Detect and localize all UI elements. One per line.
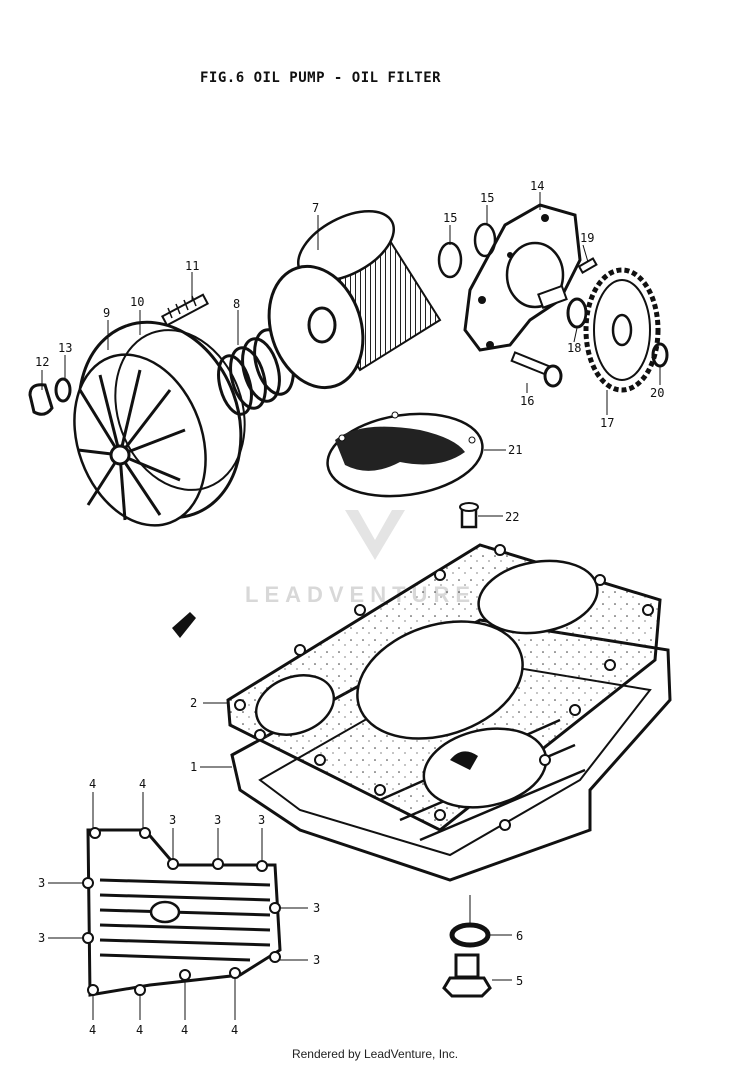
oil-pump-part xyxy=(463,203,582,352)
figure-title: FIG.6 OIL PUMP - OIL FILTER xyxy=(200,70,442,86)
callout-17: 17 xyxy=(600,416,614,430)
callout-7: 7 xyxy=(312,201,319,215)
drain-plug-part xyxy=(442,953,492,998)
callout-18: 18 xyxy=(567,341,581,355)
bolt-16-part xyxy=(510,351,563,388)
callout-8: 8 xyxy=(233,297,240,311)
callout-21: 21 xyxy=(508,443,522,457)
filter-cap-part xyxy=(73,320,243,527)
footer-credit: Rendered by LeadVenture, Inc. xyxy=(291,1047,459,1061)
o-ring-part xyxy=(114,329,246,491)
stud-part xyxy=(160,293,210,327)
callout-12: 12 xyxy=(35,355,49,369)
callout-15b: 15 xyxy=(480,191,494,205)
callout-3-right-2: 3 xyxy=(313,953,320,967)
callout-10: 10 xyxy=(130,295,144,309)
callout-3-top-3: 3 xyxy=(258,813,265,827)
callout-5: 5 xyxy=(516,974,523,988)
callout-14: 14 xyxy=(530,179,544,193)
callout-3-right-1: 3 xyxy=(313,901,320,915)
oil-screen-part xyxy=(326,411,484,498)
callout-3-top-1: 3 xyxy=(169,813,176,827)
callout-2: 2 xyxy=(190,696,197,710)
callout-20: 20 xyxy=(650,386,664,400)
watermark-logo-icon xyxy=(340,505,410,570)
callout-3-left-2: 3 xyxy=(38,931,45,945)
front-arrow-icon xyxy=(172,612,196,638)
callout-4-top-right: 4 xyxy=(139,777,146,791)
callout-16: 16 xyxy=(520,394,534,408)
callout-3-left-1: 3 xyxy=(38,876,45,890)
gasket-6-part xyxy=(449,922,491,948)
pump-gear-part xyxy=(583,267,661,393)
callout-4-bottom-2: 4 xyxy=(136,1023,143,1037)
callout-6: 6 xyxy=(516,929,523,943)
oil-pan-detail-part xyxy=(82,827,282,997)
leader-lines xyxy=(41,192,661,1020)
callout-15a: 15 xyxy=(443,211,457,225)
callout-4-bottom-4: 4 xyxy=(231,1023,238,1037)
cap-nut-part xyxy=(28,383,54,416)
oil-pan-gasket-part xyxy=(226,543,662,832)
o-ring-15b-part xyxy=(473,222,497,258)
washer-18-part xyxy=(566,297,588,329)
oil-filter-part xyxy=(267,210,442,390)
callout-9: 9 xyxy=(103,306,110,320)
callout-22: 22 xyxy=(505,510,519,524)
washer-part xyxy=(54,377,72,403)
pin-part xyxy=(577,257,598,274)
circlip-part xyxy=(651,342,669,368)
callout-13: 13 xyxy=(58,341,72,355)
bolt-22-part xyxy=(459,502,479,529)
callout-1: 1 xyxy=(190,760,197,774)
callout-11: 11 xyxy=(185,259,199,273)
callout-4-bottom-1: 4 xyxy=(89,1023,96,1037)
callout-3-top-2: 3 xyxy=(214,813,221,827)
callout-19: 19 xyxy=(580,231,594,245)
callout-4-top-left: 4 xyxy=(89,777,96,791)
o-ring-15a-part xyxy=(437,241,463,279)
callout-4-bottom-3: 4 xyxy=(181,1023,188,1037)
